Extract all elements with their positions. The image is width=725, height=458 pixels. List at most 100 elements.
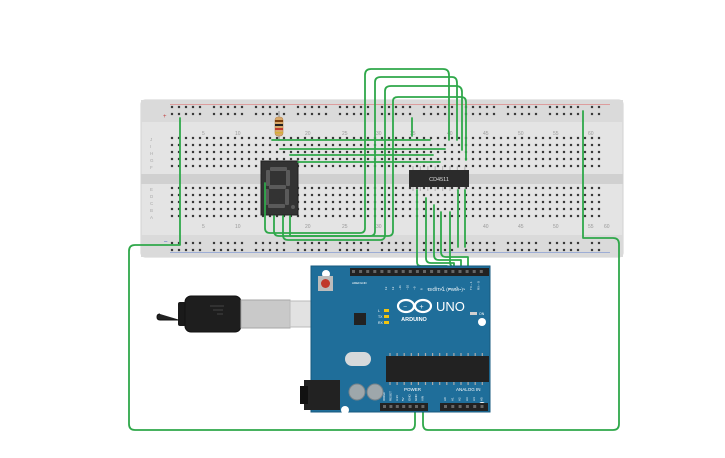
rail-hole[interactable] bbox=[450, 248, 454, 252]
rail-hole[interactable] bbox=[394, 105, 398, 109]
rail-hole[interactable] bbox=[268, 241, 272, 245]
hole[interactable] bbox=[513, 207, 517, 211]
rail-hole[interactable] bbox=[198, 105, 202, 109]
hole[interactable] bbox=[338, 157, 342, 161]
hole[interactable] bbox=[345, 214, 349, 218]
hole[interactable] bbox=[499, 200, 503, 204]
rail-hole[interactable] bbox=[352, 241, 356, 245]
hole[interactable] bbox=[338, 164, 342, 168]
hole[interactable] bbox=[520, 186, 524, 190]
rail-hole[interactable] bbox=[485, 248, 489, 252]
hole[interactable] bbox=[366, 157, 370, 161]
hole[interactable] bbox=[345, 150, 349, 154]
hole[interactable] bbox=[408, 186, 412, 190]
hole[interactable] bbox=[177, 193, 181, 197]
rail-hole[interactable] bbox=[240, 248, 244, 252]
hole[interactable] bbox=[555, 157, 559, 161]
rail-hole[interactable] bbox=[310, 105, 314, 109]
rail-hole[interactable] bbox=[303, 248, 307, 252]
hole[interactable] bbox=[205, 200, 209, 204]
hole[interactable] bbox=[429, 207, 433, 211]
hole[interactable] bbox=[471, 157, 475, 161]
rail-hole[interactable] bbox=[324, 248, 328, 252]
rail-hole[interactable] bbox=[401, 112, 405, 116]
hole[interactable] bbox=[562, 164, 566, 168]
hole[interactable] bbox=[506, 186, 510, 190]
hole[interactable] bbox=[415, 157, 419, 161]
hole[interactable] bbox=[401, 193, 405, 197]
hole[interactable] bbox=[527, 207, 531, 211]
hole[interactable] bbox=[331, 150, 335, 154]
hole[interactable] bbox=[471, 200, 475, 204]
hole[interactable] bbox=[380, 200, 384, 204]
hole[interactable] bbox=[282, 136, 286, 140]
hole[interactable] bbox=[226, 214, 230, 218]
hole[interactable] bbox=[310, 193, 314, 197]
hole[interactable] bbox=[569, 186, 573, 190]
hole[interactable] bbox=[345, 164, 349, 168]
hole[interactable] bbox=[366, 200, 370, 204]
hole[interactable] bbox=[429, 164, 433, 168]
hole[interactable] bbox=[506, 164, 510, 168]
hole[interactable] bbox=[499, 207, 503, 211]
hole[interactable] bbox=[548, 193, 552, 197]
hole[interactable] bbox=[422, 200, 426, 204]
hole[interactable] bbox=[422, 207, 426, 211]
hole[interactable] bbox=[184, 150, 188, 154]
hole[interactable] bbox=[310, 157, 314, 161]
breadboard[interactable]: + – 5 10 20 25 30 35 40 45 50 55 60 5 10… bbox=[140, 99, 624, 258]
hole[interactable] bbox=[345, 143, 349, 147]
hole[interactable] bbox=[352, 150, 356, 154]
rail-hole[interactable] bbox=[478, 112, 482, 116]
rail-hole[interactable] bbox=[359, 105, 363, 109]
hole[interactable] bbox=[359, 150, 363, 154]
hole[interactable] bbox=[387, 214, 391, 218]
hole[interactable] bbox=[422, 214, 426, 218]
rail-hole[interactable] bbox=[352, 112, 356, 116]
hole[interactable] bbox=[240, 200, 244, 204]
hole[interactable] bbox=[499, 164, 503, 168]
rail-hole[interactable] bbox=[422, 241, 426, 245]
hole[interactable] bbox=[331, 193, 335, 197]
hole[interactable] bbox=[219, 136, 223, 140]
rail-hole[interactable] bbox=[324, 105, 328, 109]
hole[interactable] bbox=[219, 150, 223, 154]
rail-hole[interactable] bbox=[240, 241, 244, 245]
rail-hole[interactable] bbox=[429, 105, 433, 109]
rail-hole[interactable] bbox=[380, 112, 384, 116]
header-socket[interactable] bbox=[423, 270, 426, 273]
rail-hole[interactable] bbox=[338, 248, 342, 252]
hole[interactable] bbox=[492, 136, 496, 140]
rail-hole[interactable] bbox=[261, 112, 265, 116]
hole[interactable] bbox=[492, 207, 496, 211]
hole[interactable] bbox=[212, 157, 216, 161]
rail-hole[interactable] bbox=[275, 112, 279, 116]
hole[interactable] bbox=[205, 186, 209, 190]
header-socket[interactable] bbox=[408, 405, 412, 408]
rail-hole[interactable] bbox=[282, 112, 286, 116]
hole[interactable] bbox=[597, 186, 601, 190]
hole[interactable] bbox=[394, 157, 398, 161]
hole[interactable] bbox=[506, 207, 510, 211]
hole[interactable] bbox=[478, 136, 482, 140]
hole[interactable] bbox=[450, 186, 454, 190]
hole[interactable] bbox=[254, 186, 258, 190]
hole[interactable] bbox=[310, 207, 314, 211]
hole[interactable] bbox=[219, 186, 223, 190]
rail-hole[interactable] bbox=[317, 248, 321, 252]
rail-hole[interactable] bbox=[233, 248, 237, 252]
hole[interactable] bbox=[247, 164, 251, 168]
hole[interactable] bbox=[576, 207, 580, 211]
hole[interactable] bbox=[499, 186, 503, 190]
hole[interactable] bbox=[597, 200, 601, 204]
rail-hole[interactable] bbox=[317, 241, 321, 245]
hole[interactable] bbox=[205, 143, 209, 147]
hole[interactable] bbox=[289, 136, 293, 140]
rail-hole[interactable] bbox=[268, 105, 272, 109]
hole[interactable] bbox=[317, 186, 321, 190]
rail-hole[interactable] bbox=[527, 241, 531, 245]
rail-hole[interactable] bbox=[597, 112, 601, 116]
hole[interactable] bbox=[380, 157, 384, 161]
hole[interactable] bbox=[408, 164, 412, 168]
hole[interactable] bbox=[177, 136, 181, 140]
